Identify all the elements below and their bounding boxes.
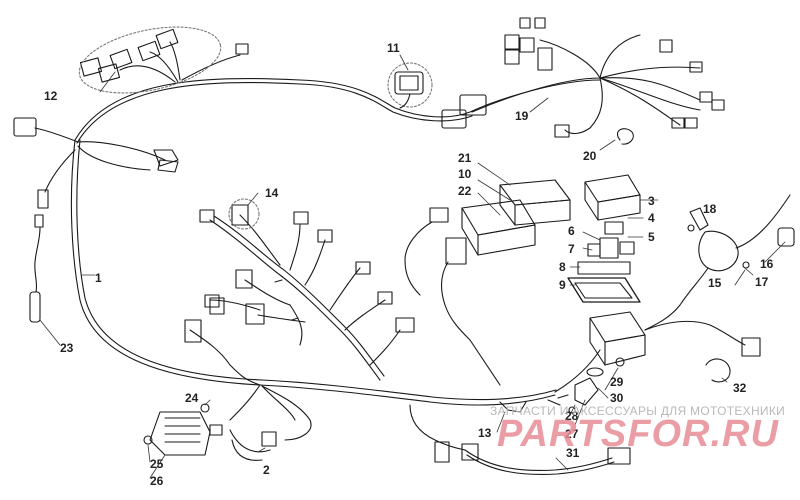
- leader-lines: [39, 54, 786, 479]
- callout-28: 28: [565, 409, 579, 423]
- main-harness: [34, 77, 601, 406]
- callout-9: 9: [559, 278, 566, 292]
- ignition-coil: [644, 194, 795, 331]
- callout-22: 22: [458, 184, 472, 198]
- callout-5: 5: [648, 230, 655, 244]
- connector-11: [387, 62, 433, 109]
- callout-30: 30: [610, 391, 624, 405]
- callout-27: 27: [565, 427, 579, 441]
- callout-3: 3: [648, 194, 655, 208]
- callout-13: 13: [478, 426, 492, 440]
- callout-20: 20: [583, 149, 597, 163]
- callout-17: 17: [755, 275, 769, 289]
- callout-2: 2: [263, 463, 270, 477]
- callout-15: 15: [708, 276, 722, 290]
- watermark-tagline: ЗАПЧАСТИ И АКСЕССУАРЫ ДЛЯ МОТОТЕХНИКИ: [490, 404, 786, 418]
- clip-32: [705, 358, 731, 383]
- connector-group-12: [78, 26, 249, 94]
- callout-4: 4: [648, 211, 655, 225]
- callout-24: 24: [185, 391, 199, 405]
- callout-11: 11: [387, 41, 400, 55]
- connector-group-lower-left: [143, 297, 312, 461]
- callout-31: 31: [566, 446, 580, 460]
- fuse-relay-box: [567, 174, 761, 366]
- callout-25: 25: [150, 457, 164, 471]
- callout-7: 7: [568, 242, 575, 256]
- ecu-assembly: [404, 179, 571, 386]
- callout-32: 32: [733, 381, 747, 395]
- callout-10: 10: [458, 167, 472, 181]
- callout-12: 12: [44, 89, 58, 103]
- callout-14: 14: [265, 186, 279, 200]
- callout-26: 26: [150, 474, 164, 488]
- callout-16: 16: [760, 257, 774, 271]
- watermark-logo: PARTSFOR.RU: [497, 413, 779, 455]
- bracket-assembly: [547, 357, 625, 414]
- callout-1: 1: [95, 271, 102, 285]
- callout-18: 18: [703, 202, 717, 216]
- harness-19: [441, 17, 725, 138]
- callout-23: 23: [60, 341, 74, 355]
- callout-19: 19: [515, 109, 529, 123]
- callout-labels: 1 2 3 4 5 6 7 8 9 10 11 12 13 14 15 16 1…: [44, 41, 774, 488]
- clip-20: [616, 128, 634, 145]
- callout-6: 6: [568, 224, 575, 238]
- sub-harness-14: [199, 198, 415, 381]
- callout-8: 8: [559, 260, 566, 274]
- harness-31: [409, 401, 631, 475]
- sensor-23: [13, 117, 179, 323]
- callout-29: 29: [610, 375, 624, 389]
- callout-21: 21: [458, 151, 472, 165]
